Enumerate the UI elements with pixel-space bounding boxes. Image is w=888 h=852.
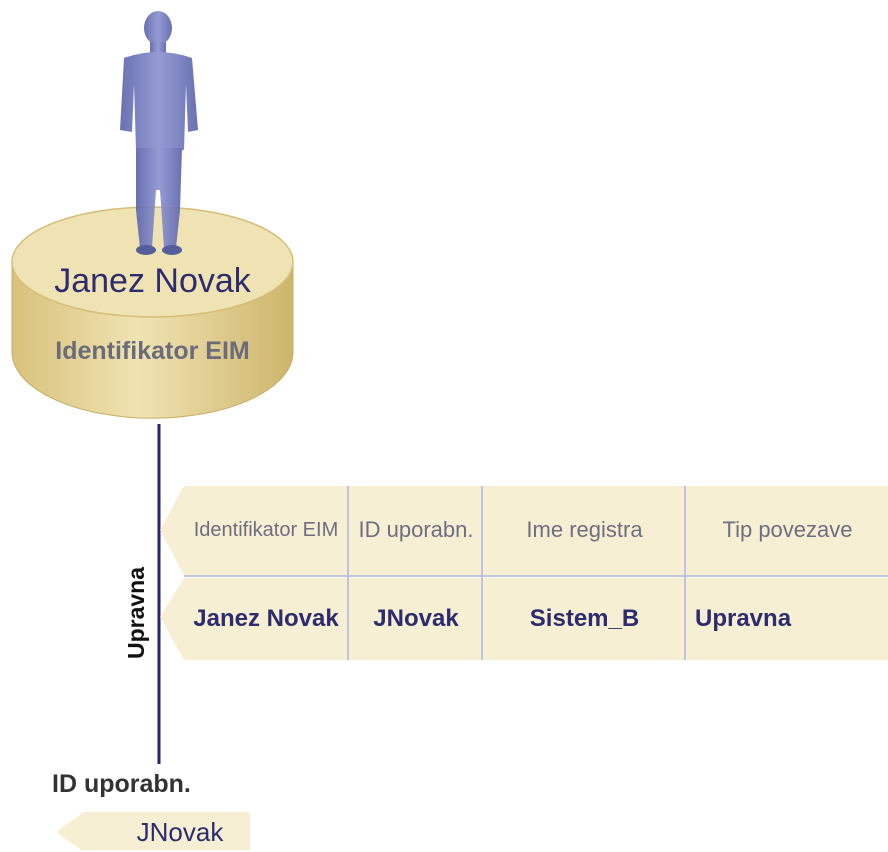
cell-user-id: JNovak <box>373 604 459 632</box>
identity-label: Identifikator EIM <box>55 337 250 365</box>
user-id-title: ID uporabn. <box>52 770 191 798</box>
cell-identifier: Janez Novak <box>193 604 339 632</box>
header-association-type: Tip povezave <box>722 517 853 542</box>
header-user-id: ID uporabn. <box>358 517 474 542</box>
header-identifier: Identifikator EIM <box>193 519 339 541</box>
person-icon <box>120 11 198 255</box>
identity-name: Janez Novak <box>54 262 251 300</box>
header-registry-name: Ime registra <box>526 517 643 542</box>
user-id-tag <box>56 812 250 850</box>
cell-association-type: Upravna <box>695 604 792 632</box>
association-type-label: Upravna <box>123 566 149 660</box>
association-table: Identifikator EIM ID uporabn. Ime regist… <box>160 485 888 660</box>
user-id-value: JNovak <box>136 816 224 847</box>
cell-registry-name: Sistem_B <box>529 604 640 632</box>
association-table-background <box>160 486 888 660</box>
